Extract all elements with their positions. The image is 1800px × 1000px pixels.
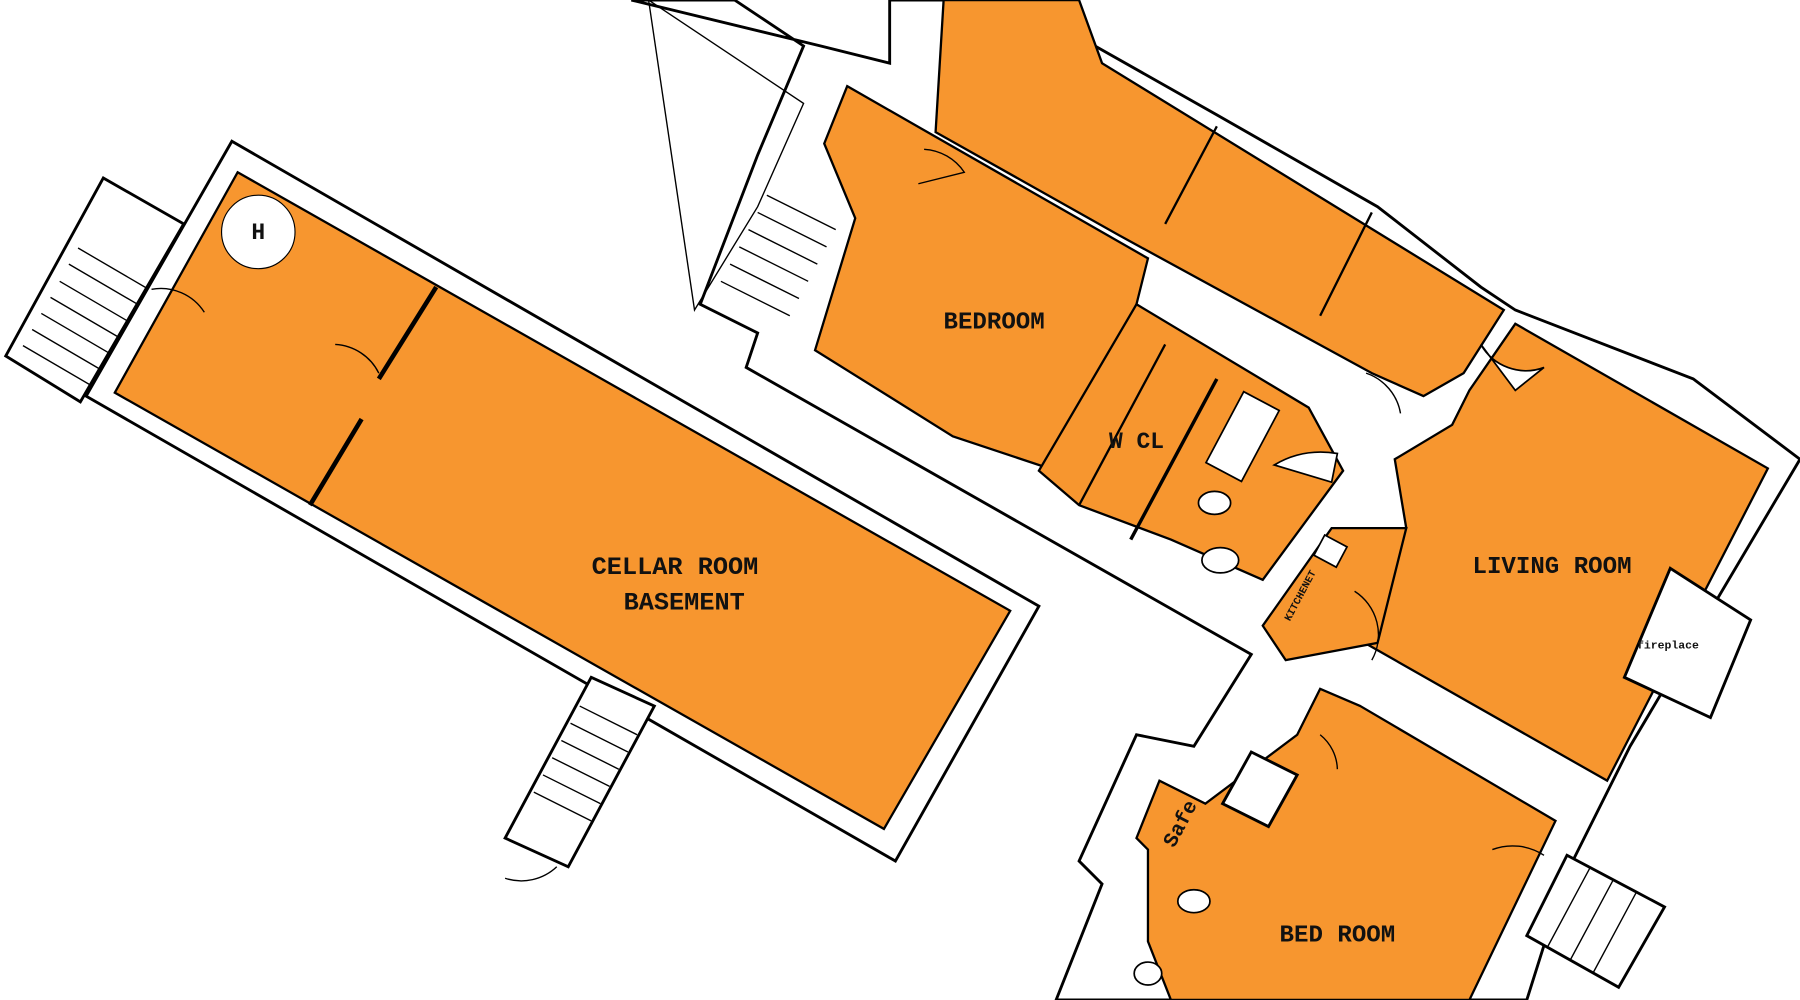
cellar-room: H CELLAR ROOM BASEMENT <box>84 139 1041 863</box>
cellar-room-label: CELLAR ROOM <box>592 553 759 582</box>
fireplace-label: fireplace <box>1637 640 1699 653</box>
cellar-stairs-bottom <box>503 675 657 882</box>
heater-icon <box>220 194 296 270</box>
sink-icon <box>1201 546 1240 574</box>
living-room-label: LIVING ROOM <box>1473 554 1632 581</box>
main-building: BEDROOM W CL LIVING ROOM fireplace KITCH… <box>631 0 1800 1000</box>
toilet-icon <box>1197 490 1232 516</box>
exterior-steps <box>1524 853 1667 990</box>
bedroom-label: BEDROOM <box>944 309 1045 336</box>
basement-label: BASEMENT <box>624 589 745 618</box>
cellar-stairs-left <box>3 176 186 404</box>
bed-room-label: BED ROOM <box>1280 922 1396 949</box>
bathtub-icon <box>1204 390 1281 483</box>
wcl-label: W CL <box>1109 429 1164 455</box>
heater-label: H <box>251 220 265 246</box>
stairs-upper-left <box>720 194 837 317</box>
